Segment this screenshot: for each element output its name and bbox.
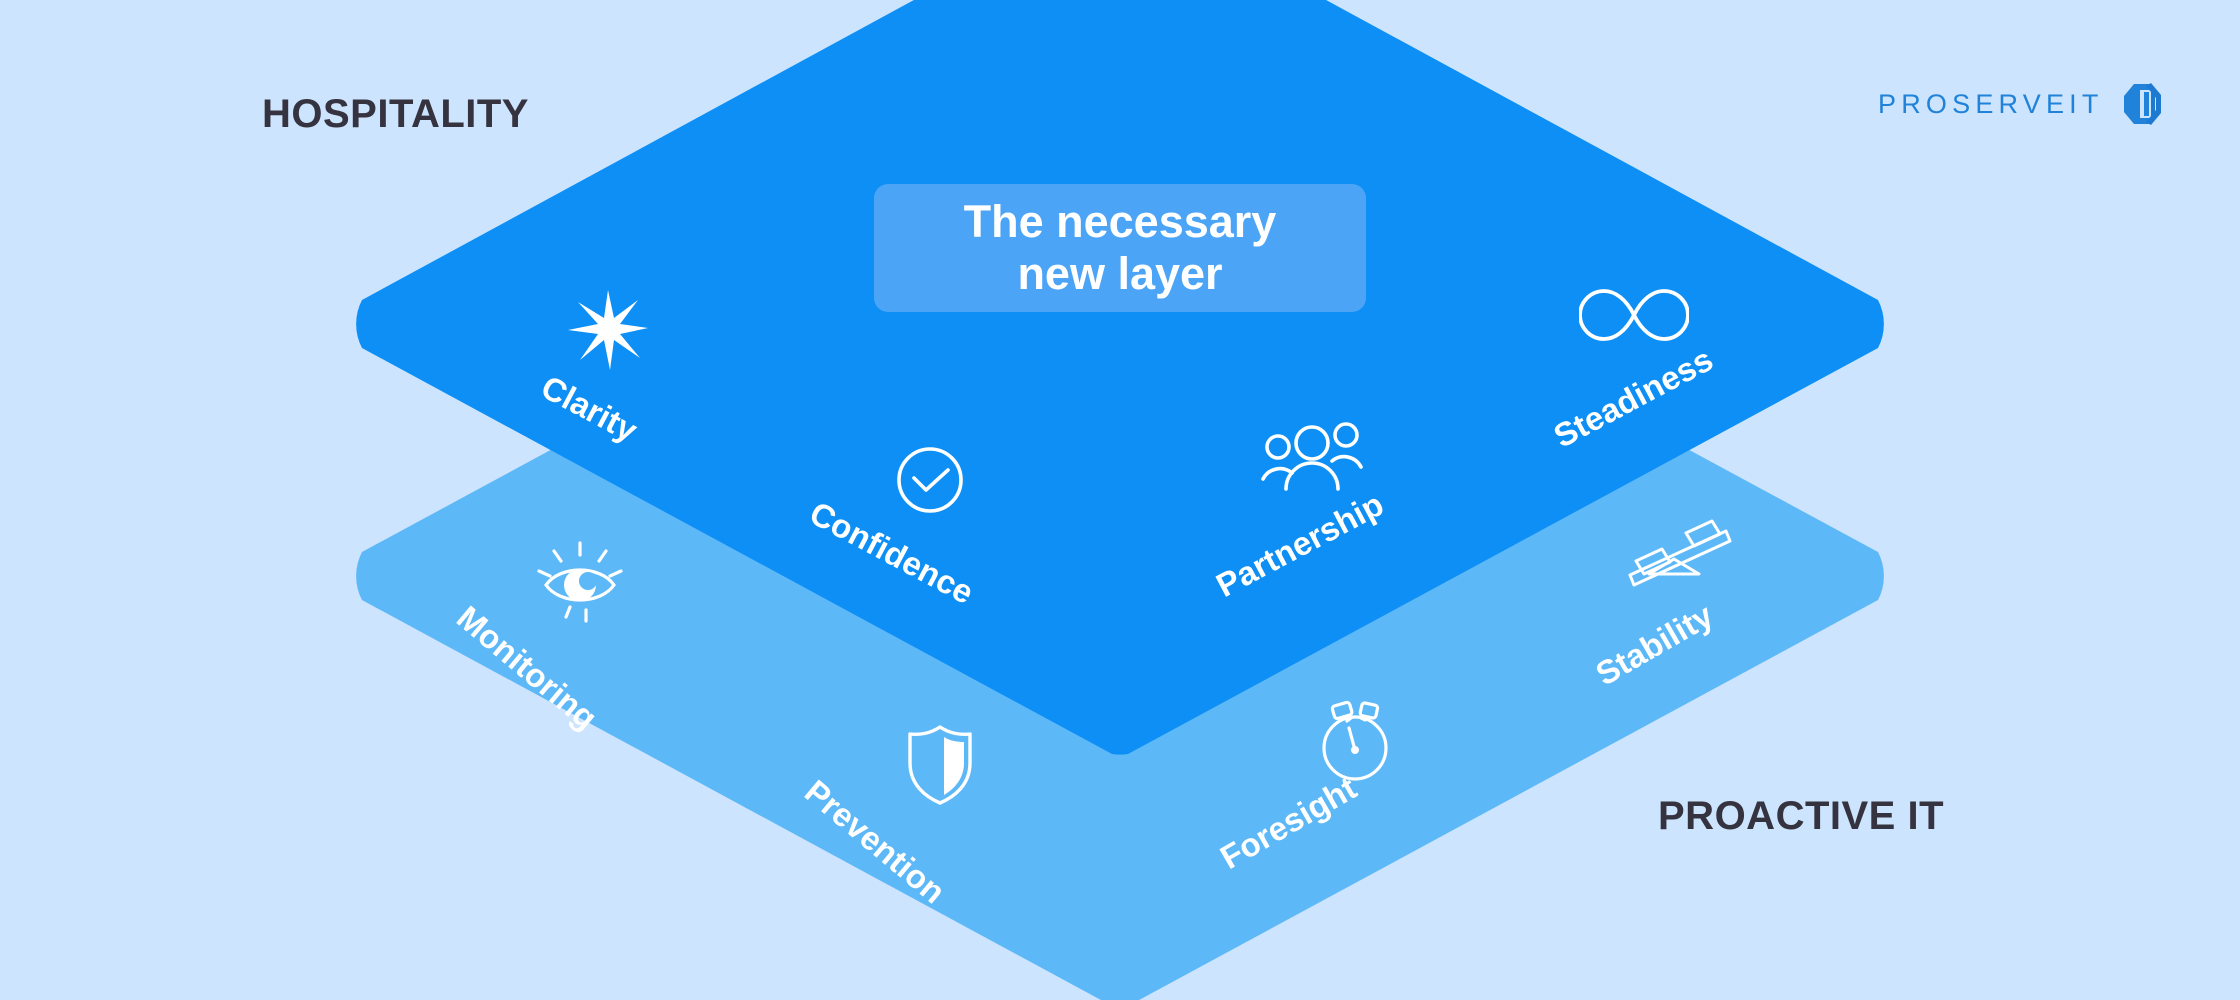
logo-wordmark: PROSERVEIT xyxy=(1878,88,2104,119)
center-callout-line-1: The necessary xyxy=(963,195,1277,247)
heading-proactive-it: PROACTIVE IT xyxy=(1658,794,1945,838)
balance-scale-icon xyxy=(1628,519,1732,587)
center-callout-pill: The necessary new layer xyxy=(874,184,1366,312)
proserveit-logo[interactable]: PROSERVEIT xyxy=(1878,82,2162,126)
shield-icon xyxy=(908,725,972,805)
stopwatch-icon xyxy=(1322,700,1388,781)
circle-check-icon xyxy=(897,447,963,513)
eye-rays-icon xyxy=(537,541,623,623)
heading-hospitality: HOSPITALITY xyxy=(262,92,529,136)
sparkle-burst-icon xyxy=(568,290,648,370)
node-label-partnership: Partnership xyxy=(1210,485,1390,604)
center-callout-line-2: new layer xyxy=(1017,248,1223,299)
node-label-clarity: Clarity xyxy=(535,368,644,449)
node-label-stability: Stability xyxy=(1589,596,1720,693)
proserveit-cube-icon xyxy=(2123,83,2161,125)
node-label-foresight: Foresight xyxy=(1213,768,1363,877)
node-label-steadiness: Steadiness xyxy=(1547,340,1719,455)
infinity-icon xyxy=(1579,289,1689,341)
people-group-icon xyxy=(1261,422,1363,491)
